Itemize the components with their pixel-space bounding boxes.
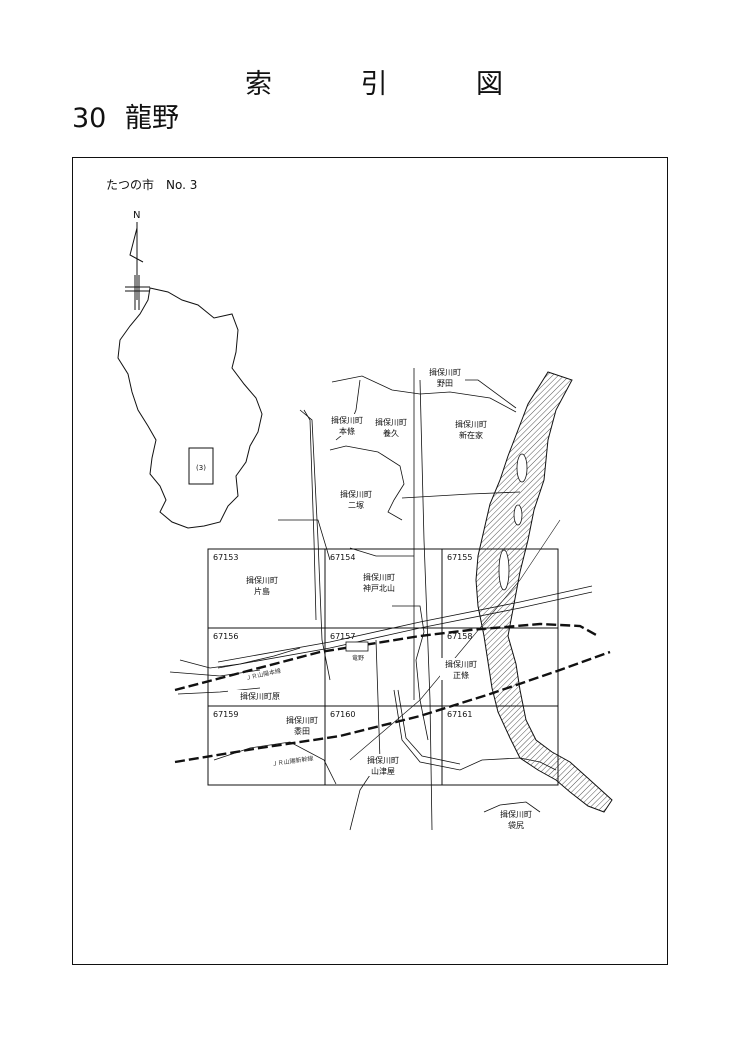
title-char-2: 引 xyxy=(360,69,390,100)
grid-cell-67153: 67153 xyxy=(213,553,238,562)
sanyo-main-line xyxy=(174,622,599,692)
grid-cell-67158: 67158 xyxy=(447,632,472,641)
grid-cell-67155: 67155 xyxy=(447,553,472,562)
title-char-1: 索 xyxy=(245,69,274,100)
inset-marker xyxy=(188,447,214,485)
grid-cell-67156: 67156 xyxy=(213,632,238,641)
area-number: 30 xyxy=(72,103,107,134)
place-label-katashima: 揖保川町 片島 xyxy=(246,575,278,596)
place-label-futatsuka: 揖保川町 二塚 xyxy=(336,488,376,510)
svg-text:揖保川町: 揖保川町 xyxy=(331,415,363,425)
svg-text:山津屋: 山津屋 xyxy=(371,766,395,776)
svg-text:二塚: 二塚 xyxy=(348,501,364,510)
svg-text:正條: 正條 xyxy=(453,670,469,680)
place-label-kando-kitayama: 揖保川町 神戸北山 xyxy=(363,572,395,593)
svg-text:揖保川町: 揖保川町 xyxy=(246,575,278,585)
shinkansen-line xyxy=(174,650,611,764)
svg-text:揖保川町: 揖保川町 xyxy=(455,419,487,429)
place-label-yamatsuya: 揖保川町 山津屋 xyxy=(362,754,404,776)
grid-cell-67154: 67154 xyxy=(330,553,355,562)
svg-text:揖保川町: 揖保川町 xyxy=(500,809,532,819)
ibo-river xyxy=(475,371,613,813)
index-grid xyxy=(207,548,559,786)
sheet-label: たつの市 No. 3 xyxy=(106,177,197,192)
title-char-3: 図 xyxy=(476,69,505,100)
station-label: 竜野 xyxy=(352,654,364,662)
svg-text:野田: 野田 xyxy=(437,379,453,388)
svg-text:新在家: 新在家 xyxy=(459,430,483,440)
place-label-shojo: 揖保川町 正條 xyxy=(440,658,482,680)
north-label: N xyxy=(133,210,140,221)
place-label-yoku: 揖保川町 養久 xyxy=(371,416,411,438)
svg-text:揖保川町: 揖保川町 xyxy=(367,755,399,765)
shinkansen-label: ＪＲ山陽新幹線 xyxy=(271,754,314,768)
station-marker xyxy=(345,641,369,652)
svg-text:揖保川町: 揖保川町 xyxy=(375,417,407,427)
place-label-hara: 揖保川町原 xyxy=(228,690,292,701)
svg-text:揖保川町: 揖保川町 xyxy=(429,367,461,377)
map-frame xyxy=(72,157,668,965)
svg-text:神戸北山: 神戸北山 xyxy=(363,583,395,593)
area-heading: 30 龍野 xyxy=(72,96,179,135)
place-label-fukurojiri: 揖保川町 袋尻 xyxy=(500,809,532,830)
city-outline xyxy=(117,287,263,529)
svg-text:片島: 片島 xyxy=(254,586,270,596)
svg-text:本條: 本條 xyxy=(339,426,355,436)
inset-label: (3) xyxy=(196,464,206,472)
grid-cell-67159: 67159 xyxy=(213,710,238,719)
index-map-title: 索 引 図 xyxy=(245,62,505,100)
svg-text:揖保川町: 揖保川町 xyxy=(340,489,372,499)
svg-text:揖保川町: 揖保川町 xyxy=(286,715,318,725)
grid-cell-67160: 67160 xyxy=(330,710,355,719)
grid-cell-67157: 67157 xyxy=(330,632,355,641)
svg-text:袋尻: 袋尻 xyxy=(508,820,524,830)
place-label-shinzaike: 揖保川町 新在家 xyxy=(450,418,492,440)
place-label-noda: 揖保川町 野田 xyxy=(425,366,465,388)
svg-text:揖保川町原: 揖保川町原 xyxy=(240,691,280,701)
svg-text:揖保川町: 揖保川町 xyxy=(363,572,395,582)
place-label-kibita: 揖保川町 黍田 xyxy=(282,714,322,736)
svg-text:揖保川町: 揖保川町 xyxy=(445,659,477,669)
svg-text:養久: 養久 xyxy=(383,428,399,438)
north-arrow-icon: N xyxy=(125,210,150,310)
svg-text:黍田: 黍田 xyxy=(294,726,310,736)
grid-cell-67161: 67161 xyxy=(447,710,472,719)
area-name: 龍野 xyxy=(124,103,179,134)
place-label-honjo: 揖保川町 本條 xyxy=(328,414,366,436)
sanyo-main-label: ＪＲ山陽本線 xyxy=(245,667,282,682)
